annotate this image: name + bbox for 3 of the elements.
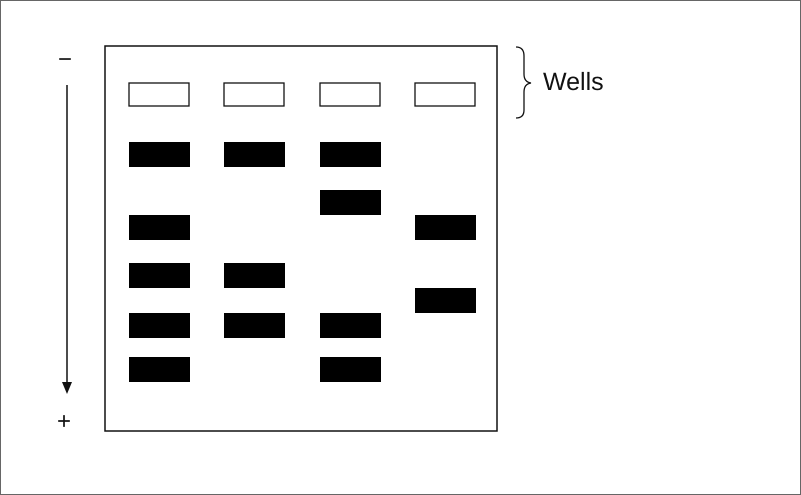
electrode-sign: + — [57, 410, 72, 434]
electrode-sign: − — [58, 48, 72, 72]
well-label: Wells — [543, 70, 604, 95]
